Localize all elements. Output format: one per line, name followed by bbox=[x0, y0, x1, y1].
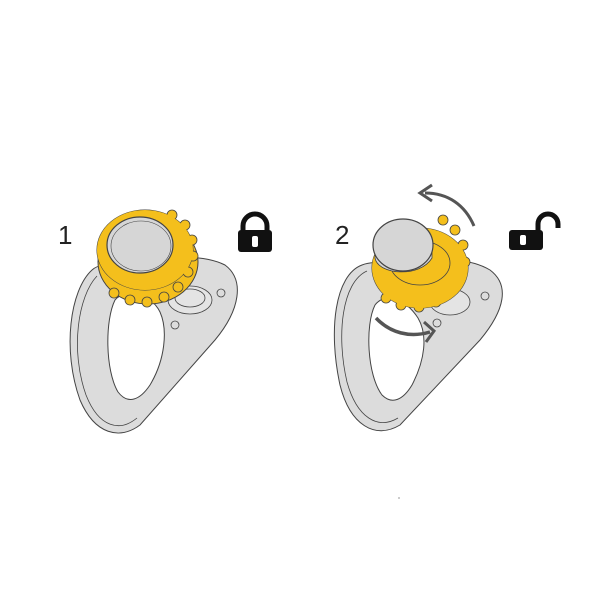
padlock-closed-icon bbox=[238, 211, 272, 252]
step-1-number: 1 bbox=[58, 220, 73, 250]
stray-mark bbox=[398, 497, 400, 499]
step-1-hanger bbox=[69, 209, 238, 434]
step-2-hanger bbox=[333, 214, 503, 432]
padlock-open-icon bbox=[509, 211, 561, 250]
counterclockwise-arrow-icon bbox=[417, 183, 476, 227]
rotate-arrow-icon bbox=[374, 316, 437, 343]
step-2-number: 2 bbox=[335, 220, 350, 250]
